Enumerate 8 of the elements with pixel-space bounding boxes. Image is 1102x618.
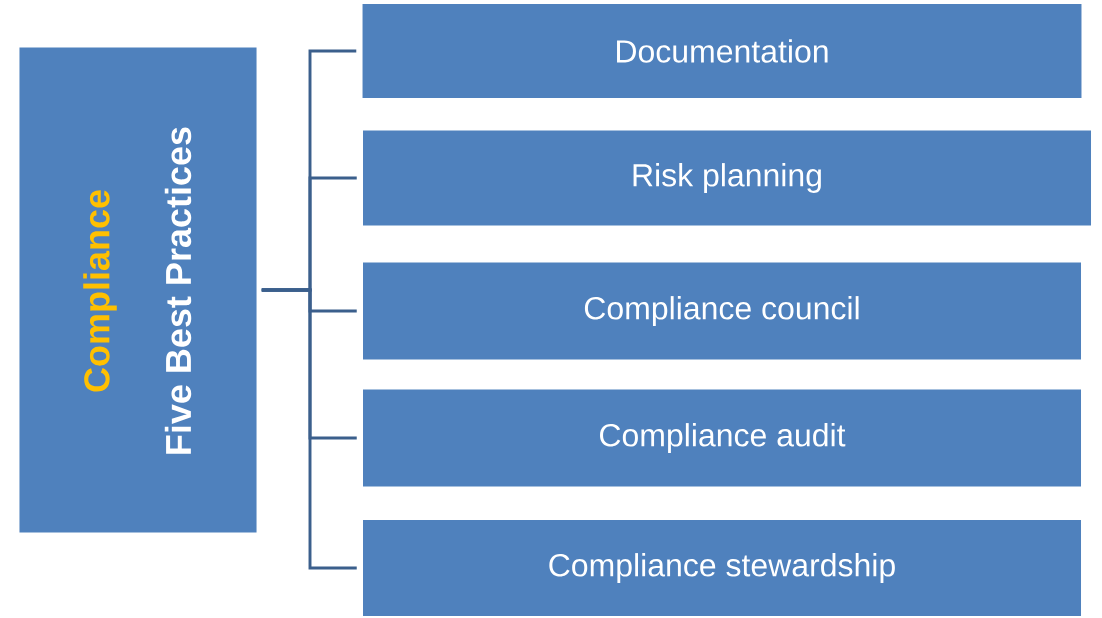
practice-box: Compliance council [363, 262, 1081, 360]
practice-box: Documentation [362, 4, 1082, 98]
practice-box: Compliance audit [363, 389, 1081, 487]
heading-text: Five Best Practices [164, 127, 192, 454]
practice-box: Compliance stewardship [363, 520, 1081, 616]
heading-text: Compliance [83, 190, 117, 392]
connector-line [261, 288, 357, 570]
practice-box: Risk planning [363, 130, 1091, 226]
